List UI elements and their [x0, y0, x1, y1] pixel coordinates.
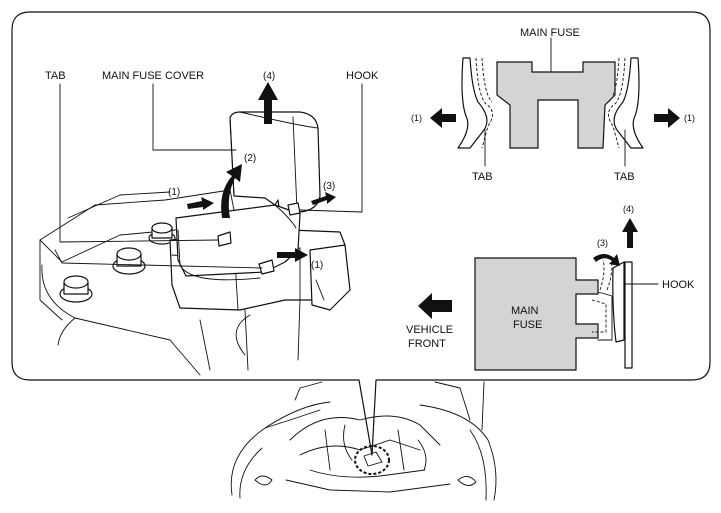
arrow-right-icon [277, 248, 308, 262]
arrow-left-icon [430, 108, 456, 128]
arrow-curved-icon [221, 164, 242, 218]
step-3-detail-label: (3) [597, 238, 608, 248]
step-2-label: (2) [244, 153, 256, 164]
vehicle-overview-illustration [230, 381, 497, 501]
arrow-right-icon [187, 197, 214, 210]
tab-right-label: TAB [614, 171, 635, 183]
left-labels: TAB MAIN FUSE COVER HOOK (4) (2) (1) (3)… [45, 70, 379, 271]
vehicle-front-arrow-icon [418, 293, 452, 319]
vehicle-front-label-line1: VEHICLE [406, 324, 453, 336]
callout-frame [11, 11, 711, 456]
step-1-lower-label: (1) [311, 260, 323, 271]
main-fuse-cover-shape [175, 111, 321, 281]
tab-detail-section: MAIN FUSE (1) (1) TAB TAB [411, 27, 695, 183]
hook-label: HOOK [346, 70, 379, 82]
step-1-upper-label: (1) [168, 187, 180, 198]
left-leader-lines [54, 83, 363, 269]
arrow-right-icon [654, 108, 680, 128]
step-4-label: (4) [263, 71, 275, 82]
arrow-curved-icon [593, 254, 620, 266]
main-fuse-box-label-line1: MAIN [511, 305, 539, 317]
hook-detail-label: HOOK [662, 279, 695, 291]
step-4-detail-label: (4) [623, 204, 634, 214]
step-3-label: (3) [323, 181, 335, 192]
arrow-right-icon [311, 192, 336, 205]
step-1-right-label: (1) [684, 113, 695, 123]
arrow-up-icon [258, 82, 278, 124]
vehicle-front-label-line2: FRONT [408, 338, 446, 350]
fuse-location-marker [354, 445, 390, 475]
left-motion-arrows [187, 82, 336, 262]
step-1-left-label: (1) [411, 113, 422, 123]
tab-left-label: TAB [472, 171, 493, 183]
main-fuse-cover-label: MAIN FUSE COVER [102, 70, 204, 82]
main-fuse-box-label-line2: FUSE [513, 319, 542, 331]
tab-label: TAB [45, 70, 66, 82]
hook-detail-section: (4) (3) HOOK MAIN FUSE VEHICLE FRONT [406, 204, 695, 371]
main-fuse-label: MAIN FUSE [520, 27, 580, 39]
arrow-up-icon [622, 218, 638, 248]
